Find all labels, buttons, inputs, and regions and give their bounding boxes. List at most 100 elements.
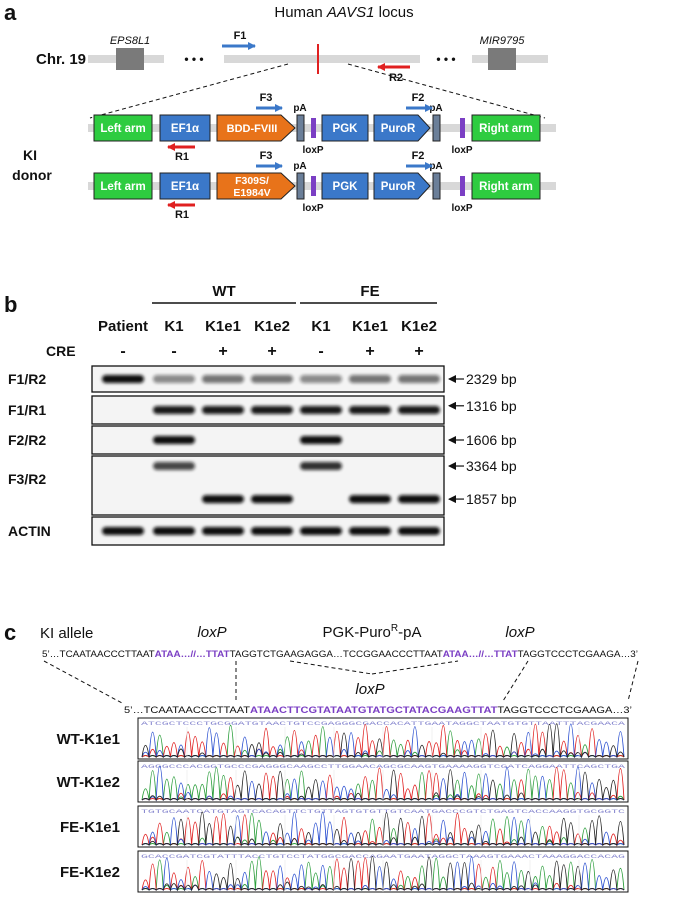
lane-label-4: K1 xyxy=(311,318,330,335)
lane-label-5: K1e1 xyxy=(352,318,388,335)
seq-segment-1: ATAA…//…TTAT xyxy=(155,649,230,659)
gel-band-4-1 xyxy=(153,527,195,535)
gene-left-label: EPS8L1 xyxy=(110,35,150,47)
gel-band-0-4 xyxy=(300,375,342,383)
trace-label-3: FE-K1e2 xyxy=(60,864,120,881)
donor2-puror-label: PuroR xyxy=(381,181,416,193)
donor2-right-arm xyxy=(471,172,541,200)
donor2-loxp-2-label: loxP xyxy=(451,203,472,214)
primer-r2-label: R2 xyxy=(389,72,403,84)
chromatogram-traces: WT-K1e1 ATCGCTCCCTGCGGATGTAACTGTCCGAGGGCG… xyxy=(57,717,629,893)
seq-dash-1 xyxy=(43,660,123,704)
zoom-line-right xyxy=(347,63,546,119)
gel-band-4-5 xyxy=(349,527,391,535)
gel-band-1-4 xyxy=(300,406,342,414)
donor2-ef1a-label: EF1α xyxy=(171,181,199,193)
cre-mark-1: - xyxy=(171,343,176,360)
gel-band-2-1 xyxy=(153,436,195,444)
seq-segment-2: TAGGTCCCTCGAAGA…3’ xyxy=(497,705,632,715)
gel-row-label-3: F3/R2 xyxy=(8,471,46,487)
gene-box-left xyxy=(116,48,144,70)
donor1-f2-label: F2 xyxy=(412,92,425,104)
gel-band-4-6 xyxy=(398,527,440,535)
trace-label-0: WT-K1e1 xyxy=(57,731,120,748)
trace-basecalls-0: ATCGCTCCCTGCGGATGTAACTGTCCGAGGGCGACCACAT… xyxy=(141,721,625,727)
gel-row-label-4: ACTIN xyxy=(8,523,51,539)
lane-label-3: K1e2 xyxy=(254,318,290,335)
lane-label-2: K1e1 xyxy=(205,318,241,335)
gel-band-0-5 xyxy=(349,375,391,383)
donor1-pa-1-label: pA xyxy=(293,103,306,114)
trace-0: WT-K1e1 ATCGCTCCCTGCGGATGTAACTGTCCGAGGGCG… xyxy=(57,717,629,760)
donor2-left-arm-label: Left arm xyxy=(100,181,145,193)
donor1-loxp-2 xyxy=(460,118,465,138)
gene-right-label: MIR9795 xyxy=(480,35,526,47)
gel-row-3 xyxy=(91,455,445,516)
seq-segment-0: 5’…TCAATAACCCTTAAT xyxy=(124,705,251,715)
donor2-insert-label-1: F309S/ xyxy=(235,175,269,187)
donor1-right-arm-label: Right arm xyxy=(479,123,533,135)
gel-band-4-0 xyxy=(102,527,144,535)
donor1-right-arm xyxy=(471,114,541,142)
donor1-puror xyxy=(373,114,431,142)
donor1-puror-label: PuroR xyxy=(381,123,416,135)
gel-row-2 xyxy=(91,425,445,455)
gene-box-right xyxy=(488,48,516,70)
gel-band-1-5 xyxy=(349,406,391,414)
gel-band-1-3 xyxy=(251,406,293,414)
gel-band-0-1 xyxy=(153,375,195,383)
trace-basecalls-3: GCACCGATCGTATTTACCTGTCCTATGGCGACCAGAATGA… xyxy=(141,854,625,860)
size-label-3-0: 3364 bp xyxy=(466,458,517,474)
donor2-loxp-1-label: loxP xyxy=(302,203,323,214)
donor1-ef1a-label: EF1α xyxy=(171,123,199,135)
chr-label: Chr. 19 xyxy=(36,51,86,68)
loxp-label-1: loxP xyxy=(197,624,226,641)
gel-band-3-6 xyxy=(398,495,440,504)
trace-2: FE-K1e1TGTGCAATCATGTAGTCACAGTTCTGTTAGTGT… xyxy=(60,805,629,848)
group-label-fe: FE xyxy=(360,283,379,300)
cre-mark-5: + xyxy=(365,343,374,360)
donor1-pgk xyxy=(321,114,369,142)
donor2-insert-label-2: E1984V xyxy=(233,187,270,199)
ki-allele-label: KI allele xyxy=(40,625,93,642)
trace-label-2: FE-K1e1 xyxy=(60,819,120,836)
trace-peaks-0-1 xyxy=(141,723,625,758)
donor1-loxp-2-label: loxP xyxy=(451,145,472,156)
chromosome-19 xyxy=(88,44,548,74)
gel-band-4-3 xyxy=(251,527,293,535)
gel-band-2-4 xyxy=(300,436,342,444)
trace-label-1: WT-K1e2 xyxy=(57,774,120,791)
cre-mark-6: + xyxy=(414,343,423,360)
donor2-puror xyxy=(373,172,431,200)
trace-peaks-1-3 xyxy=(141,769,625,802)
seq-dash-5 xyxy=(502,660,529,702)
panel-a: a Human AAVS1 locus Chr. 19 EPS8L1 MIR97… xyxy=(4,0,556,221)
panel-b-letter: b xyxy=(4,292,17,317)
donor2-right-arm-label: Right arm xyxy=(479,181,533,193)
gel-band-1-1 xyxy=(153,406,195,414)
gel-band-3-1 xyxy=(153,462,195,471)
cre-label: CRE xyxy=(46,343,76,359)
donor2-pgk-label: PGK xyxy=(333,181,359,193)
seq-segment-3: ATAA…//…TTAT xyxy=(443,649,518,659)
donor2-loxp-1 xyxy=(311,176,316,196)
seq-dash-4 xyxy=(371,660,459,675)
ellipsis-right: • • • xyxy=(436,52,455,66)
trace-peaks-0-3 xyxy=(141,723,625,759)
size-label-2-0: 1606 bp xyxy=(466,432,517,448)
donor2-loxp-2 xyxy=(460,176,465,196)
trace-3: FE-K1e2 GCACCGATCGTATTTACCTGTCCTATGGCGACC… xyxy=(60,850,629,893)
donor1-loxp-1 xyxy=(311,118,316,138)
cre-mark-0: - xyxy=(120,343,125,360)
seq-segment-0: 5’…TCAATAACCCTTAAT xyxy=(42,649,155,659)
donor1-insert xyxy=(216,114,296,142)
donor2-pa-1 xyxy=(296,172,305,200)
donor2-ef1a xyxy=(159,172,211,200)
group-label-wt: WT xyxy=(212,283,235,300)
gel-row-label-1: F1/R1 xyxy=(8,402,46,418)
lane-label-6: K1e2 xyxy=(401,318,437,335)
